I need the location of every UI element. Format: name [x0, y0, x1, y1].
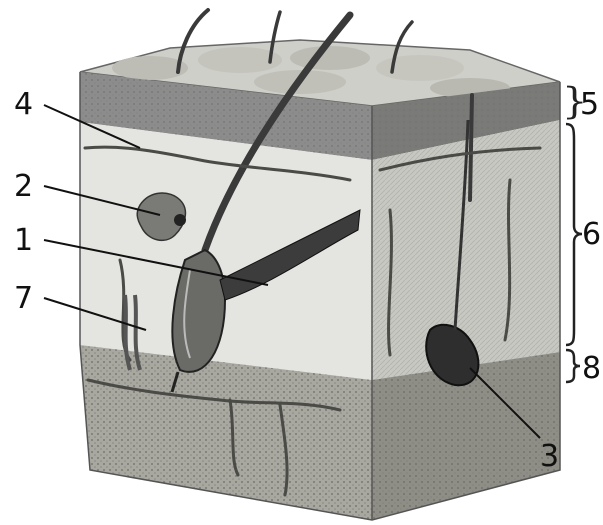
label-4: 4 [14, 87, 33, 122]
brace-6 [566, 124, 582, 345]
label-7: 7 [14, 281, 33, 316]
label-6: 6 [582, 217, 601, 252]
label-8: 8 [582, 351, 601, 386]
label-3: 3 [540, 439, 559, 474]
label-1: 1 [14, 223, 33, 258]
brace-8 [566, 350, 580, 382]
label-2: 2 [14, 169, 33, 204]
label-5: 5 [580, 87, 599, 122]
